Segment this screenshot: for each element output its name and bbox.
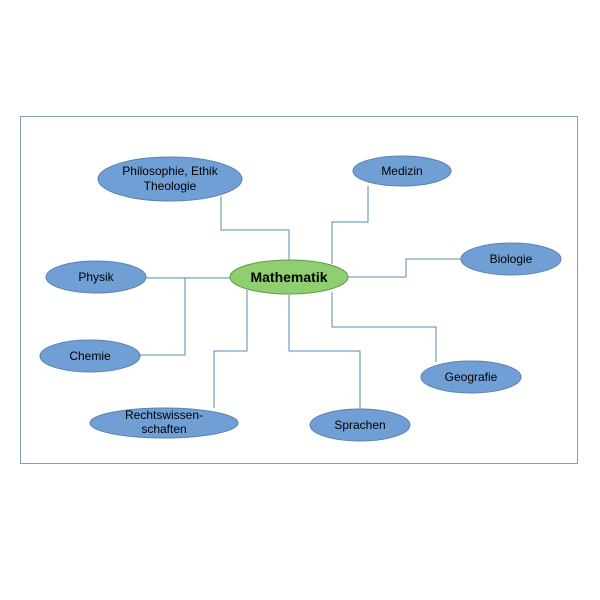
connectors [139, 186, 462, 410]
connector-rechtswissenschaften [213, 290, 248, 408]
node-physik-shape [45, 260, 147, 294]
center-node-shape [229, 259, 349, 295]
node-rechtswissenschaften-label-line1: Rechtswissen- [125, 408, 203, 422]
node-philosophie: Philosophie, Ethik Theologie [97, 156, 243, 202]
node-biologie: Biologie [460, 242, 562, 276]
connector-sprachen [288, 295, 361, 410]
node-medizin-label: Medizin [381, 164, 422, 178]
node-physik-label: Physik [78, 270, 114, 284]
connector-geografie [331, 292, 437, 362]
connector-biologie [348, 258, 462, 278]
node-sprachen: Sprachen [309, 408, 411, 442]
node-geografie: Geografie [420, 360, 522, 394]
node-geografie-shape [420, 360, 522, 394]
node-chemie-shape [39, 339, 141, 373]
node-rechtswissenschaften-shape [89, 407, 239, 439]
node-physik: Physik [45, 260, 147, 294]
node-chemie: Chemie [39, 339, 141, 373]
node-chemie-label: Chemie [69, 349, 111, 363]
connector-medizin [331, 186, 369, 264]
center-node: Mathematik [229, 259, 349, 295]
node-sprachen-shape [309, 408, 411, 442]
node-biologie-label: Biologie [490, 252, 533, 266]
node-philosophie-label-line2: Theologie [144, 179, 197, 193]
node-medizin-shape [352, 155, 452, 187]
node-geografie-label: Geografie [445, 370, 498, 384]
node-philosophie-shape [97, 156, 243, 202]
node-sprachen-label: Sprachen [334, 418, 385, 432]
node-philosophie-label-line1: Philosophie, Ethik [122, 164, 218, 178]
center-node-label: Mathematik [250, 269, 327, 285]
node-rechtswissenschaften-label-line2: schaften [141, 422, 186, 436]
diagram-frame [20, 116, 578, 464]
node-medizin: Medizin [352, 155, 452, 187]
connector-philosophie [220, 196, 290, 262]
connector-chemie [139, 278, 186, 356]
node-biologie-shape [460, 242, 562, 276]
node-rechtswissenschaften: Rechtswissen- schaften [89, 407, 239, 439]
